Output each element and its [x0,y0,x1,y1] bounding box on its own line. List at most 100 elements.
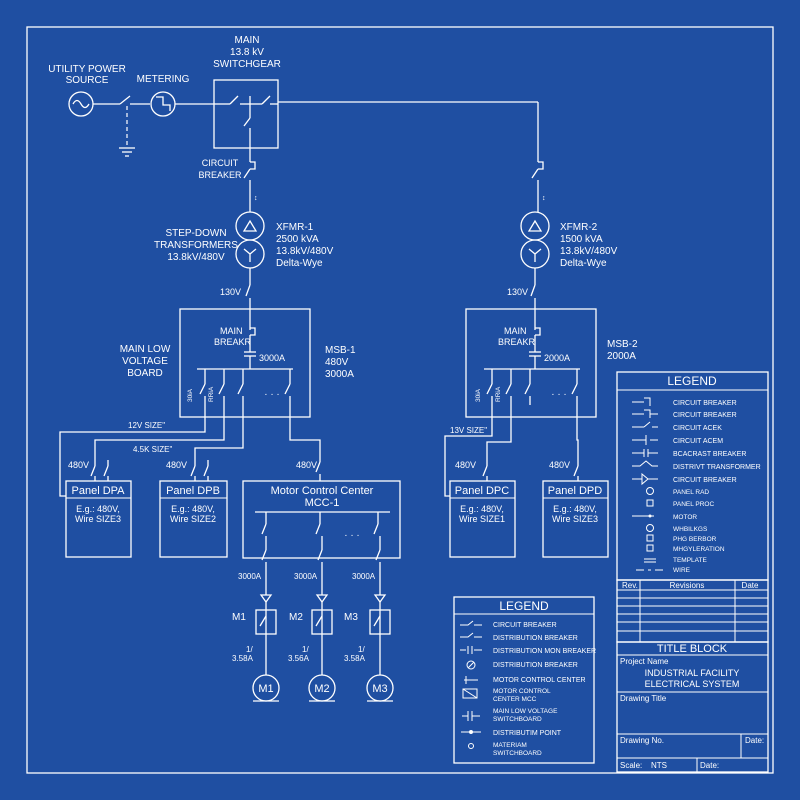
mb2-label-1: MAIN [504,326,527,336]
switchgear-label-2: 13.8 kV [230,47,264,58]
motor1-amps: 3.58A [232,654,254,663]
legend-right-item: PANEL PROC [673,501,714,508]
legend-right-item: CIRCUIT ACEM [673,438,723,445]
msb1-rating: 3000A [259,353,285,363]
motor-branches [261,536,381,595]
starter-m1-tag: M1 [232,612,246,623]
scale-value: NTS [651,761,667,770]
legend-right-symbols [632,397,663,571]
legend-bottom-item: CENTER MCC [493,696,537,703]
mb2-label-2: BREAKR [498,337,536,347]
size-45k-label: 4.5K SIZE" [133,445,172,454]
legend-right-item: CIRCUIT ACEK [673,425,722,432]
legend-bottom-item: MATERIAM [493,742,527,749]
panel-dpd-sub2: Wire SIZE3 [552,514,598,524]
xfmr1-label-3: 13.8kV/480V [276,246,334,257]
dpd-voltage: 480V [549,460,570,470]
xfmr1-label-2: 2500 kVA [276,234,319,245]
panel-dpc-sub2: Wire SIZE1 [459,514,505,524]
legend-bottom-item: DISTRIBUTIM POINT [493,730,562,737]
stepdown-label-1: STEP-DOWN [165,228,226,239]
size-12v-label: 12V SIZE" [128,421,165,430]
motor-m2: M2 [308,674,336,702]
date-label: Date: [745,736,764,745]
xfmr2-label-1: XFMR-2 [560,222,598,233]
delta-winding-icon [520,211,550,241]
msb2-feeder-breakers [486,369,578,405]
dpc-voltage: 480V [455,460,476,470]
dpa-voltage: 480V [68,460,89,470]
utility-label-line1: UTILITY POWER [48,64,126,75]
mlvb-label-1: MAIN LOW [120,344,171,355]
circuit-breaker-left [250,161,256,170]
legend-right-item: TEMPLATE [673,557,707,564]
feeder-tag-rria-1: RRiA [208,386,215,402]
msb1-switchboard-box [179,308,311,418]
meter: METERING [137,74,190,117]
msb2-rating: 2000A [544,353,570,363]
project-name-line1: INDUSTRIAL FACILITY [645,668,740,678]
motor-control-center [242,480,401,559]
drawing-border [26,26,774,774]
xfmr2-label-2: 1500 kVA [560,234,603,245]
feeder-tag-30ia-2: 30iA [475,388,482,402]
mb1-label-2: BREAKR [214,337,252,347]
arrow-mark-left: ↕ [254,195,258,202]
stepdown-label-2: TRANSFORMERS [154,240,238,251]
main-breaker-msb1 [250,327,256,336]
panel-dpc-sub1: E.g.: 480V, [460,504,504,514]
legend-right: LEGEND CIRCUIT BREAKER CIRCUIT BREAKER C… [616,371,769,581]
arrow-mark-right: ↕ [542,195,546,202]
utility-disconnect-switch [119,95,131,105]
panel-dpc [449,480,516,558]
cb-label-2: BREAKER [198,170,242,180]
revisions-table: Rev. Revisions Date [616,579,769,643]
utility-power-source: UTILITY POWER SOURCE [48,64,126,117]
mlvb-label-2: VOLTAGE [122,356,168,367]
cb-label-1: CIRCUIT [202,158,239,168]
msb2-ellipsis: · · · [551,389,567,400]
legend-bottom-item: SWITCHBOARD [493,716,542,723]
main-breaker-msb2 [535,327,541,336]
starter-m2-tag: M2 [289,612,303,623]
legend-bottom-item: DISTRIBUTION BREAKER [493,635,578,642]
legend-right-item: CIRCUIT BREAKER [673,400,737,407]
stepdown-label-3: 13.8kV/480V [167,252,225,263]
size-13v-label: 13V SIZE" [450,426,487,435]
mlvb-label-3: BOARD [127,368,163,379]
panel-dpb-sub1: E.g.: 480V, [171,504,215,514]
msb1-label-1: MSB-1 [325,345,356,356]
legend-right-item: PHG BERBOR [673,536,717,543]
xfmr1-label-4: Delta-Wye [276,258,323,269]
title-block: TITLE BLOCK Project Name INDUSTRIAL FACI… [616,641,769,773]
project-name-label: Project Name [620,657,669,666]
legend-right-item: WHBILKGS [673,526,708,533]
delta-winding-icon [235,211,265,241]
panel-dpa-sub2: Wire SIZE3 [75,514,121,524]
legend-right-item: MOTOR [673,514,697,521]
motor-m1: M1 [252,674,280,702]
legend-right-item: CIRCUIT BREAKER [673,477,737,484]
legend-bottom-item: DISTRIBUTION BREAKER [493,662,578,669]
xfmr2-label-3: 13.8kV/480V [560,246,618,257]
msb2-label-2: 2000A [607,351,636,362]
mcc-ellipsis: · · · [344,530,360,541]
feeder-tag-30ia-1: 30iA [187,388,194,402]
xfmr2-label-4: Delta-Wye [560,258,607,269]
msb2-label-1: MSB-2 [607,339,638,350]
v130-right-label: 130V [507,287,528,297]
legend-bottom-item: MAIN LOW VOLTAGE [493,708,558,715]
transformer-xfmr2 [520,211,550,269]
v130-left-label: 130V [220,287,241,297]
msb1-label-2: 480V [325,357,349,368]
circuit-breaker-right [538,161,544,170]
motor2-amps: 3.56A [288,654,310,663]
msb1-label-3: 3000A [325,369,354,380]
project-name-line2: ELECTRICAL SYSTEM [645,679,740,689]
legend-right-item: BCACRAST BREAKER [673,451,746,458]
legend-right-item: CIRCUIT BREAKER [673,412,737,419]
switchgear-label-3: SWITCHGEAR [213,59,281,70]
switchgear-label-1: MAIN [235,35,260,46]
motor-starters [255,594,391,640]
